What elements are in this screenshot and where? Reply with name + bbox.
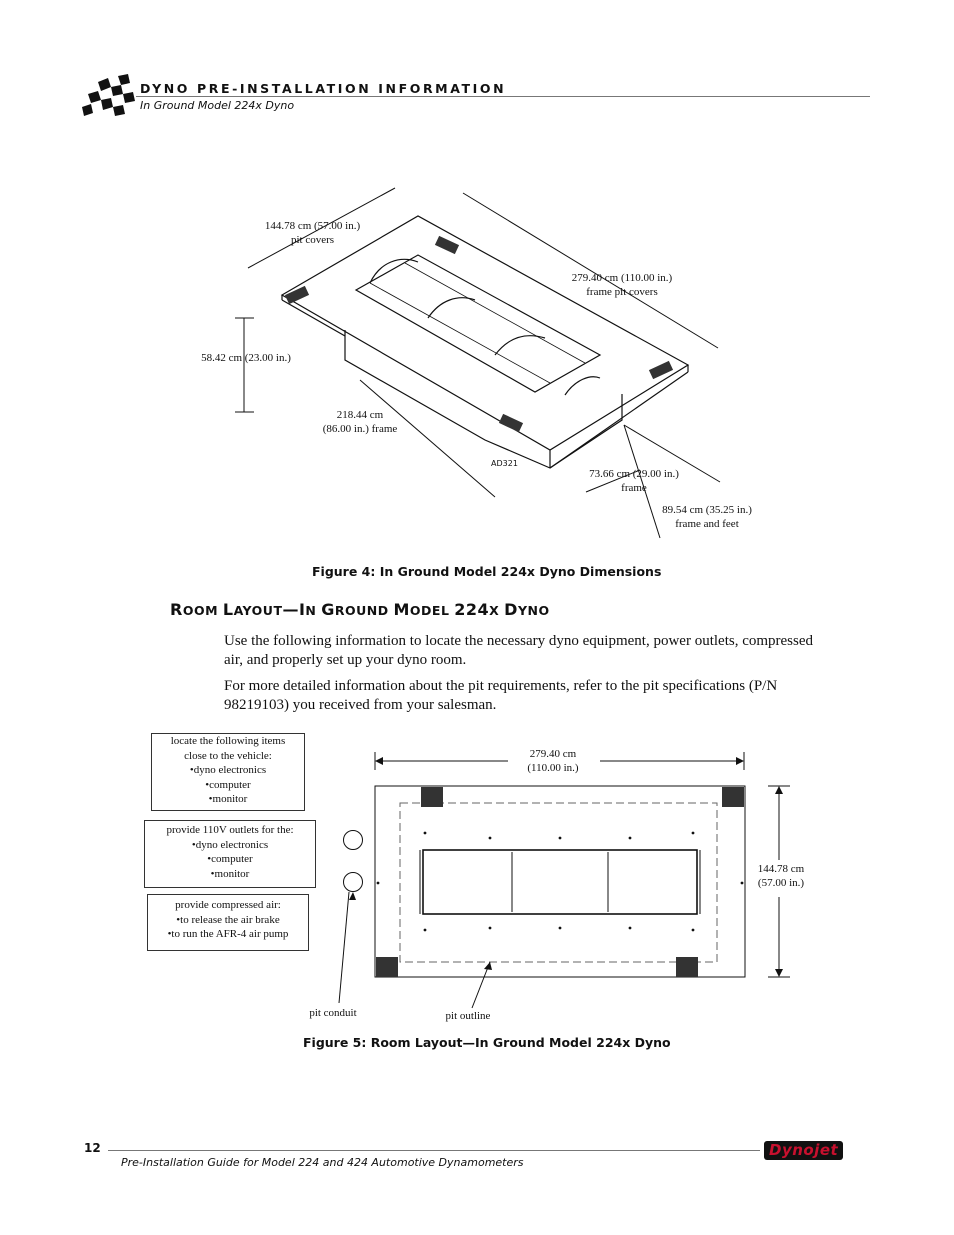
callout-line: locate the following items: [170, 735, 286, 747]
callout-line: provide 110V outlets for the:: [166, 824, 294, 836]
callout-line: provide compressed air:: [175, 899, 281, 911]
fig4-dim-frame-feet-label: frame and feet: [675, 518, 739, 530]
page-number: 12: [84, 1141, 101, 1155]
heading-part: MODEL: [393, 600, 455, 619]
fig5-dim-width-unit: (57.00 in.): [757, 877, 805, 889]
fig4-dim-frame-pit-covers: 279.40 cm (110.00 in.) frame pit covers: [548, 271, 696, 299]
callout-line: •to release the air brake: [176, 913, 280, 926]
fig4-dim-frame-width-label: frame: [621, 482, 647, 494]
fig4-dim-pit-covers-value: 144.78 cm (57.00 in.): [264, 220, 361, 232]
callout-line: •to run the AFR-4 air pump: [167, 928, 289, 940]
heading-part: GROUND: [321, 600, 394, 619]
fig4-dim-height: 58.42 cm (23.00 in.): [201, 352, 291, 364]
callout-line: •computer: [205, 778, 251, 791]
callout-line: •monitor: [208, 793, 248, 805]
fig4-dim-pit-covers: 144.78 cm (57.00 in.) pit covers: [240, 219, 385, 247]
heading-part: —IN: [282, 600, 322, 619]
paragraph-1: Use the following information to locate …: [224, 633, 814, 668]
label-pit-outline: pit outline: [445, 1010, 491, 1022]
callout-line: close to the vehicle:: [184, 749, 272, 762]
fig5-dim-width-value: 144.78 cm: [757, 863, 805, 875]
dynojet-logo: Dynojet: [764, 1141, 844, 1160]
heading-part: DYNO: [504, 600, 550, 619]
fig4-dim-frame-feet-value: 89.54 cm (35.25 in.): [662, 504, 752, 516]
header-rule: [136, 96, 870, 97]
callout-box-compressed-air: provide compressed air: •to release the …: [147, 894, 309, 951]
figure4-caption: Figure 4: In Ground Model 224x Dyno Dime…: [312, 564, 662, 579]
fig5-dim-width: 144.78 cm (57.00 in.): [748, 862, 814, 890]
fig4-dim-pit-covers-label: pit covers: [290, 234, 335, 246]
paragraph-2: For more detailed information about the …: [224, 678, 778, 713]
fig5-dim-length: 279.40 cm (110.00 in.): [503, 747, 603, 775]
callout-box-equipment: locate the following items close to the …: [151, 733, 305, 811]
fig4-dim-frame-length-value: 218.44 cm: [336, 409, 384, 421]
header-title: DYNO PRE-INSTALLATION INFORMATION: [140, 81, 507, 96]
callout-box-outlets: provide 110V outlets for the: •dyno elec…: [144, 820, 316, 888]
fig4-dim-frame-length-label: (86.00 in.) frame: [322, 423, 398, 435]
fig4-dim-frame-width-value: 73.66 cm (29.00 in.): [589, 468, 679, 480]
callout-line: •dyno electronics: [191, 838, 269, 851]
label-pit-conduit: pit conduit: [309, 1007, 357, 1019]
section-heading: ROOM LAYOUT—IN GROUND MODEL 224X DYNO: [170, 600, 550, 619]
fig4-drawing-id: AD321: [491, 459, 518, 468]
footer-text: Pre-Installation Guide for Model 224 and…: [121, 1156, 524, 1169]
heading-part: 224X: [454, 600, 505, 619]
figure5-plan-drawing: [338, 752, 790, 1009]
fig5-dim-length-value: 279.40 cm: [529, 748, 577, 760]
footer-rule: [108, 1150, 760, 1151]
callout-line: •dyno electronics: [189, 764, 267, 776]
heading-part: ROOM: [170, 600, 223, 619]
header-subtitle: In Ground Model 224x Dyno: [140, 99, 295, 112]
fig4-dim-frame-pit-covers-value: 279.40 cm (110.00 in.): [571, 272, 673, 284]
fig4-dim-frame-pit-covers-label: frame pit covers: [586, 286, 658, 298]
fig5-dim-length-unit: (110.00 in.): [527, 762, 579, 774]
figure5-caption: Figure 5: Room Layout—In Ground Model 22…: [303, 1035, 671, 1050]
callout-line: •monitor: [210, 867, 250, 880]
fig4-dim-frame-feet: 89.54 cm (35.25 in.) frame and feet: [645, 503, 769, 531]
callout-line: •computer: [207, 853, 253, 865]
figure4-isometric-drawing: [235, 187, 721, 539]
fig4-dim-frame-width: 73.66 cm (29.00 in.) frame: [572, 467, 696, 495]
checkered-flag-logo: [82, 74, 135, 116]
fig4-dim-frame-length: 218.44 cm (86.00 in.) frame: [305, 408, 415, 436]
heading-part: LAYOUT: [222, 600, 283, 619]
